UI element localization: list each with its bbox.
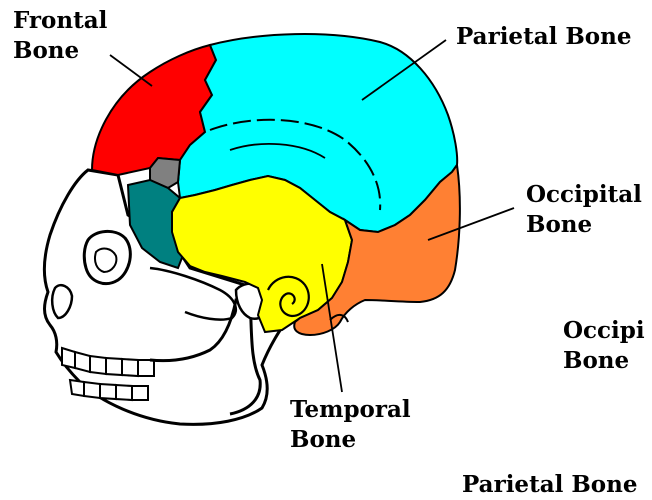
frontal-bone-label-line1: Frontal	[13, 6, 107, 36]
eye-orbit	[84, 231, 130, 283]
occipital-bone-label-cut: Occipi Bone	[563, 316, 645, 376]
occipital-bone-label-cut-line2: Bone	[563, 346, 645, 376]
frontal-bone-label: Frontal Bone	[13, 6, 107, 66]
parietal-bone-label-text: Parietal Bone	[456, 23, 631, 50]
temporal-bone-label-line1: Temporal	[290, 395, 411, 425]
frontal-pointer-line	[110, 55, 152, 86]
occipital-bone-label: Occipital Bone	[526, 180, 642, 240]
frontal-bone-label-line2: Bone	[13, 36, 107, 66]
occipital-bone-label-line2: Bone	[526, 210, 642, 240]
parietal-bone-label: Parietal Bone	[456, 22, 631, 52]
parietal-bone-label-cut-text: Parietal Bone	[462, 471, 637, 498]
temporal-bone-label: Temporal Bone	[290, 395, 411, 455]
occipital-bone-label-cut-line1: Occipi	[563, 316, 645, 346]
temporal-bone-label-line2: Bone	[290, 425, 411, 455]
occipital-bone-label-line1: Occipital	[526, 180, 642, 210]
parietal-bone-label-cut: Parietal Bone	[462, 470, 637, 500]
